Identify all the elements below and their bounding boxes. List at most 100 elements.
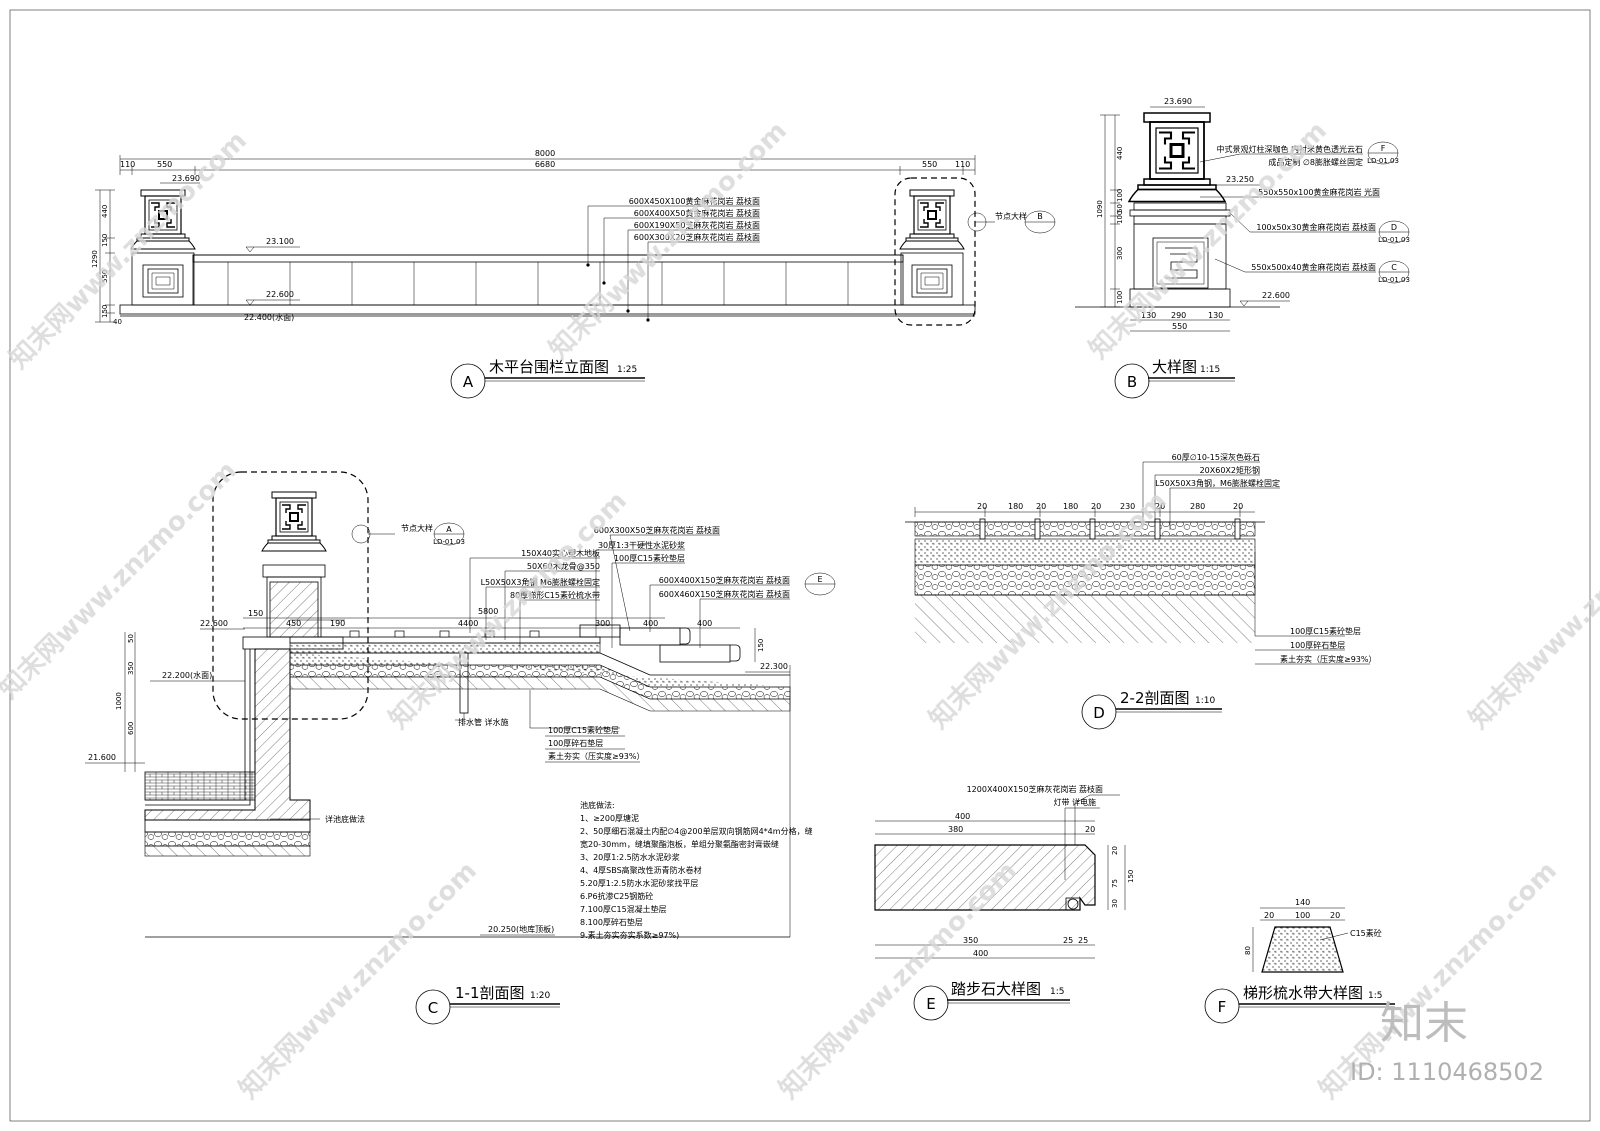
- elev-c-1: 22.600: [200, 619, 228, 628]
- note-c-9: 600X460X150芝麻灰花岗岩 荔枝面: [659, 589, 790, 599]
- layer-c-2: 100厚碎石垫层: [548, 738, 603, 748]
- note-c-6: L50X50X3角钢 M6膨胀螺栓固定: [481, 577, 600, 587]
- svg-text:C: C: [1391, 263, 1397, 272]
- dim-f-h80: 80: [1244, 946, 1252, 955]
- dim-f-20a: 20: [1264, 911, 1274, 920]
- note-b-5: 550x500x40黄金麻花岗岩 荔枝面: [1251, 262, 1376, 272]
- brand-logo: 知末: [1380, 998, 1468, 1049]
- note-c-3: 30厚1:3干硬性水泥砂浆: [598, 540, 685, 550]
- note-d-3: L50X50X3角钢，M6膨胀螺栓固定: [1155, 478, 1280, 488]
- view-d-section: 20 180 20 180 20 230 20 280 20 60厚∅10-15…: [905, 452, 1376, 730]
- elev-c-3: 21.600: [88, 753, 116, 762]
- watermark-text: 知末网www.znzmo.com: [0, 456, 243, 705]
- dim-c-v150: 150: [757, 639, 765, 652]
- elev-c-4: 22.300: [760, 662, 788, 671]
- dim-f-140: 140: [1295, 898, 1310, 907]
- pool-step: 9.素土夯实夯实系数≥97%): [580, 930, 679, 940]
- dim-c-v1000: 1000: [115, 692, 123, 710]
- view-b-letter: B: [1127, 373, 1137, 391]
- dim-c-300: 300: [595, 619, 610, 628]
- view-e-title: 踏步石大样图: [951, 980, 1041, 998]
- dim-e-380: 380: [948, 825, 963, 834]
- layer-d-2: 100厚碎石垫层: [1290, 640, 1345, 650]
- dim-e-25a: 25: [1063, 936, 1073, 945]
- view-e-letter: E: [926, 995, 935, 1013]
- dim-e-400: 400: [955, 812, 970, 821]
- note-d-1: 60厚∅10-15深灰色砾石: [1172, 452, 1260, 462]
- dim-d: 20: [1091, 502, 1101, 511]
- note-f-1: C15素砼: [1350, 928, 1382, 938]
- pool-step: 6.P6抗渗C25钢筋砼: [580, 891, 653, 901]
- dim-b-290: 290: [1171, 311, 1186, 320]
- view-c-section: 节点大样 A LD-01.03: [85, 471, 836, 1025]
- pool-step: 宽20-30mm，缝填聚酯泡板，单组分聚氨酯密封膏嵌缝: [580, 839, 779, 849]
- layer-d-1: 100厚C15素砼垫层: [1290, 626, 1361, 636]
- dim-a-left-edge: 110: [120, 160, 135, 169]
- dim-b-300: 300: [1116, 247, 1124, 260]
- note-b-1: 中式景观灯柱深咖色 内衬米黄色透光云石: [1216, 144, 1363, 154]
- dim-a-inner: 6680: [535, 160, 555, 169]
- pool-step: 2、50厚细石混凝土内配∅4@200单层双向钢筋网4*4m分格，缝: [580, 826, 813, 836]
- dim-a-right-edge: 110: [955, 160, 970, 169]
- elev-a-deck: 22.600: [266, 290, 294, 299]
- note-b-3: 550x550x100黄金麻花岗岩 光面: [1258, 187, 1380, 197]
- note-c-1: 600X300X50芝麻灰花岗岩 荔枝面: [594, 525, 720, 535]
- view-e-scale: 1:5: [1050, 987, 1064, 997]
- note-b-2: 成品定制 ∅8膨胀螺丝固定: [1268, 157, 1363, 167]
- view-a-title: 木平台围栏立面图: [489, 358, 609, 376]
- pool-step: 3、20厚1:2.5防水水泥砂浆: [580, 852, 680, 862]
- note-b-4: 100x50x30黄金麻花岗岩 荔枝面: [1256, 222, 1376, 232]
- dim-c-5800: 5800: [478, 607, 498, 616]
- dim-c-400b: 400: [697, 619, 712, 628]
- layer-d-3: 素土夯实（压实度≥93%）: [1280, 654, 1376, 664]
- svg-text:LD-01.03: LD-01.03: [1378, 236, 1410, 244]
- note-a-3: 600X190X50芝麻灰花岗岩 荔枝面: [634, 220, 760, 230]
- dim-a-h-mid: 150: [101, 234, 109, 247]
- ref-b-c: C LD-01.03: [1378, 260, 1410, 284]
- view-e-step: 1200X400X150芝麻灰花岗岩 荔枝面 灯带 详电施 400 380 20…: [874, 784, 1135, 1021]
- dim-d: 230: [1120, 502, 1135, 511]
- note-a-4: 600X300X20芝麻灰花岗岩 荔枝面: [634, 232, 760, 242]
- sheet-border: [9, 9, 1591, 1122]
- layer-c-1: 100厚C15素砼垫层: [548, 725, 619, 735]
- dim-e-h75: 75: [1111, 879, 1119, 888]
- layer-c-3: 素土夯实（压实度≥93%）: [548, 751, 644, 761]
- elev-a-water: 22.400(水面): [244, 312, 294, 322]
- image-id: ID: 1110468502: [1350, 1058, 1544, 1086]
- dim-a-right-pier: 550: [922, 160, 937, 169]
- dim-b-440: 440: [1116, 147, 1124, 160]
- watermark-text: 知末网www.znzmo.com: [234, 856, 483, 1105]
- svg-text:F: F: [1381, 144, 1386, 153]
- note-d-2: 20X60X2矩形钢: [1200, 465, 1260, 475]
- pool-step: 4、4厚SBS高聚改性沥青防水卷材: [580, 865, 702, 875]
- note-a-2: 600X400X50黄金麻花岗岩 荔枝面: [634, 208, 760, 218]
- dim-d: 180: [1063, 502, 1078, 511]
- elev-c-5: 20.250(地库顶板): [488, 924, 554, 934]
- dim-b-100a: 100: [1116, 189, 1124, 202]
- dim-c-400a: 400: [643, 619, 658, 628]
- note-c-8: 80厚梯形C15素砼梳水带: [510, 590, 600, 600]
- dim-a-h-total: 1290: [91, 250, 99, 268]
- dim-b-130a: 130: [1141, 311, 1156, 320]
- view-a-elevation: 8000 110 550 6680 550 110 440 150 1290 5…: [91, 149, 1056, 399]
- dim-a-h-b1: 150: [101, 305, 109, 318]
- dim-c-450: 450: [286, 619, 301, 628]
- dim-b-550: 550: [1172, 322, 1187, 331]
- svg-text:D: D: [1391, 223, 1397, 232]
- view-d-title: 2-2剖面图: [1120, 689, 1190, 707]
- dim-b-100c: 100: [1116, 291, 1124, 304]
- dim-e-h20: 20: [1111, 846, 1119, 855]
- view-a-letter: A: [463, 373, 474, 391]
- view-b-detail: 440 1090 100 50 100 300 100 130 290 130 …: [1075, 97, 1410, 399]
- pool-step: 1、≥200厚塘泥: [580, 813, 639, 823]
- elev-a-rail: 23.100: [266, 237, 294, 246]
- dim-d: 180: [1008, 502, 1023, 511]
- dim-f-20b: 20: [1330, 911, 1340, 920]
- view-a-callout-label: 节点大样: [995, 211, 1027, 221]
- view-c-callout-sheet: LD-01.03: [433, 538, 465, 546]
- pool-notes-title: 池底做法:: [580, 800, 615, 810]
- dim-a-h-top: 440: [101, 205, 109, 218]
- note-c-4: 50X60木龙骨@350: [527, 561, 600, 571]
- dim-d: 20: [1036, 502, 1046, 511]
